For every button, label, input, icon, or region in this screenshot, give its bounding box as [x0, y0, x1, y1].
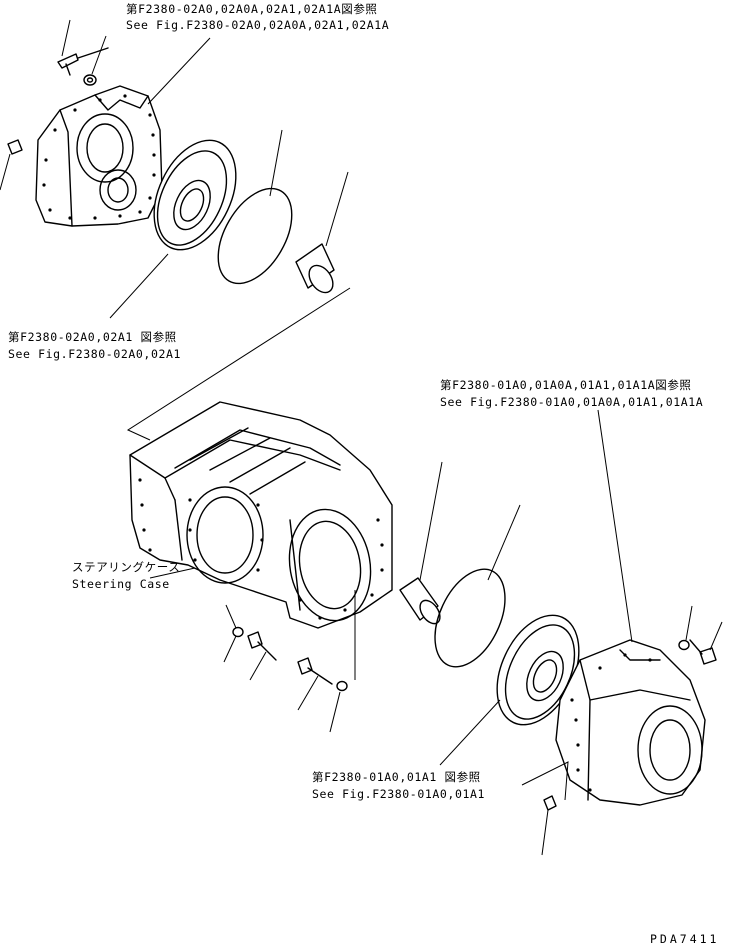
left-final-drive-cover [35, 85, 163, 227]
ref-right-brake-en: See Fig.F2380-01A0,01A1 [312, 787, 486, 801]
right-o-ring [434, 504, 521, 668]
ref-top-cover-jp: 第F2380-02A0,02A0A,02A1,02A1A図参照 [126, 2, 378, 16]
leader-right-brake [439, 699, 501, 766]
top-plug [0, 139, 23, 191]
case-label-jp: ステアリングケース [72, 560, 181, 574]
leader-top-brake [109, 253, 169, 319]
case-washer-left [223, 604, 244, 663]
ref-top-brake-jp: 第F2380-02A0,02A1 図参照 [8, 330, 177, 344]
right-final-drive-cover [555, 639, 706, 806]
top-o-ring [217, 129, 293, 285]
top-sleeve [295, 171, 349, 294]
right-plug [541, 795, 557, 856]
case-bolt-left [247, 631, 277, 681]
alignment-line-top [126, 287, 351, 441]
ref-right-cover-en: See Fig.F2380-01A0,01A0A,01A1,01A1A [440, 395, 704, 409]
leader-right-cover [597, 409, 633, 643]
top-brake-disc [153, 139, 237, 251]
alignment-line-right [521, 761, 569, 801]
top-bolt [57, 19, 109, 76]
top-washer [83, 35, 107, 86]
case-washer-right [329, 590, 356, 733]
case-label-en: Steering Case [72, 577, 170, 591]
right-washer [678, 605, 693, 651]
steering-case [129, 401, 393, 629]
leader-top-cover [147, 37, 211, 105]
ref-right-brake-jp: 第F2380-01A0,01A1 図参照 [312, 770, 481, 784]
ref-top-cover-en: See Fig.F2380-02A0,02A0A,02A1,02A1A [126, 18, 390, 32]
right-bolt [689, 621, 723, 665]
ref-top-brake-en: See Fig.F2380-02A0,02A1 [8, 347, 182, 361]
drawing-number: PDA7411 [650, 932, 720, 946]
ref-right-cover-jp: 第F2380-01A0,01A0A,01A1,01A1A図参照 [440, 378, 692, 392]
case-bolt-right [297, 657, 333, 711]
leader-case-label [149, 567, 196, 579]
right-sleeve [399, 461, 443, 625]
